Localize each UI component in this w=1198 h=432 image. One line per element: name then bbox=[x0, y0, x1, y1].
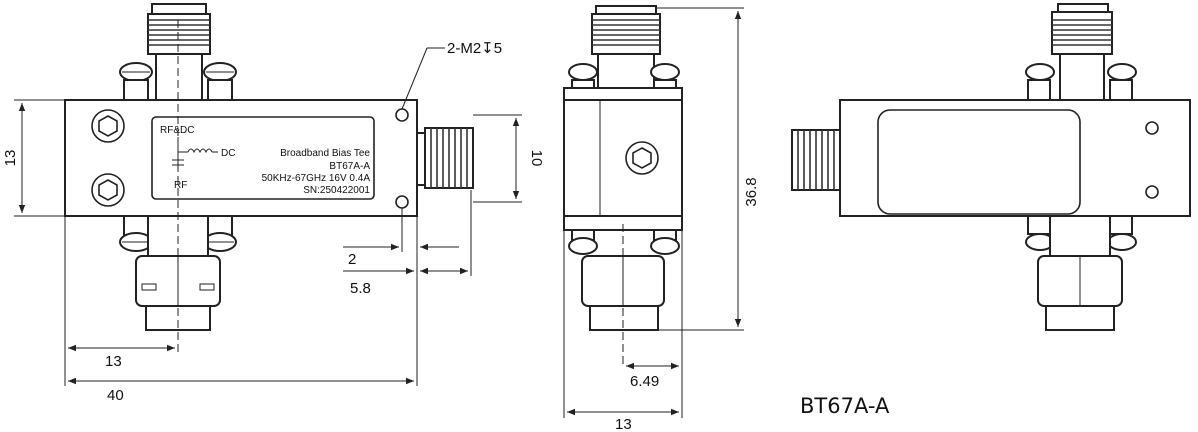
dim-height-left: 13 bbox=[2, 150, 19, 167]
dim-length: 40 bbox=[107, 387, 124, 404]
label-dc: DC bbox=[221, 148, 235, 159]
bottom-connector bbox=[135, 215, 221, 331]
dim-connector-offset: 5.8 bbox=[350, 280, 371, 297]
label-rf: RF bbox=[174, 180, 187, 191]
dim-center-offset: 13 bbox=[105, 353, 122, 370]
label-rf-dc: RF&DC bbox=[160, 125, 194, 136]
side-hex-screw bbox=[625, 141, 659, 175]
dim-total-height: 36.8 bbox=[743, 177, 760, 206]
back-view bbox=[791, 3, 1191, 331]
back-body bbox=[839, 99, 1191, 217]
dim-connector-height: 10 bbox=[528, 150, 545, 167]
side-body bbox=[563, 99, 683, 217]
hex-screw-top bbox=[91, 109, 125, 143]
right-connector bbox=[416, 127, 474, 189]
front-body bbox=[64, 99, 418, 217]
side-view bbox=[563, 5, 683, 368]
label-model: BT67A-A bbox=[329, 161, 370, 172]
top-connector bbox=[147, 3, 211, 101]
label-product: Broadband Bias Tee bbox=[280, 148, 370, 159]
front-dimensions: 13 10 2 5.8 13 40 2-M2↧5 bbox=[2, 40, 545, 404]
label-spec: 50KHz-67GHz 16V 0.4A bbox=[262, 173, 371, 184]
front-view: RF&DC DC RF Broadband Bias Tee BT67A-A 5… bbox=[64, 3, 474, 352]
hex-screw-bottom bbox=[91, 173, 125, 207]
label-serial: SN:250422001 bbox=[303, 185, 370, 196]
back-plate bbox=[877, 109, 1081, 215]
model-name: BT67A-A bbox=[800, 394, 890, 418]
label-plate bbox=[151, 116, 375, 200]
callout-mount-holes: 2-M2↧5 bbox=[447, 40, 502, 57]
top-screws bbox=[119, 62, 237, 101]
dim-side-width: 13 bbox=[615, 416, 632, 432]
dim-hole-offset: 2 bbox=[348, 251, 356, 268]
dim-side-offset: 6.49 bbox=[630, 373, 659, 390]
side-dimensions: 36.8 6.49 13 bbox=[563, 7, 760, 432]
